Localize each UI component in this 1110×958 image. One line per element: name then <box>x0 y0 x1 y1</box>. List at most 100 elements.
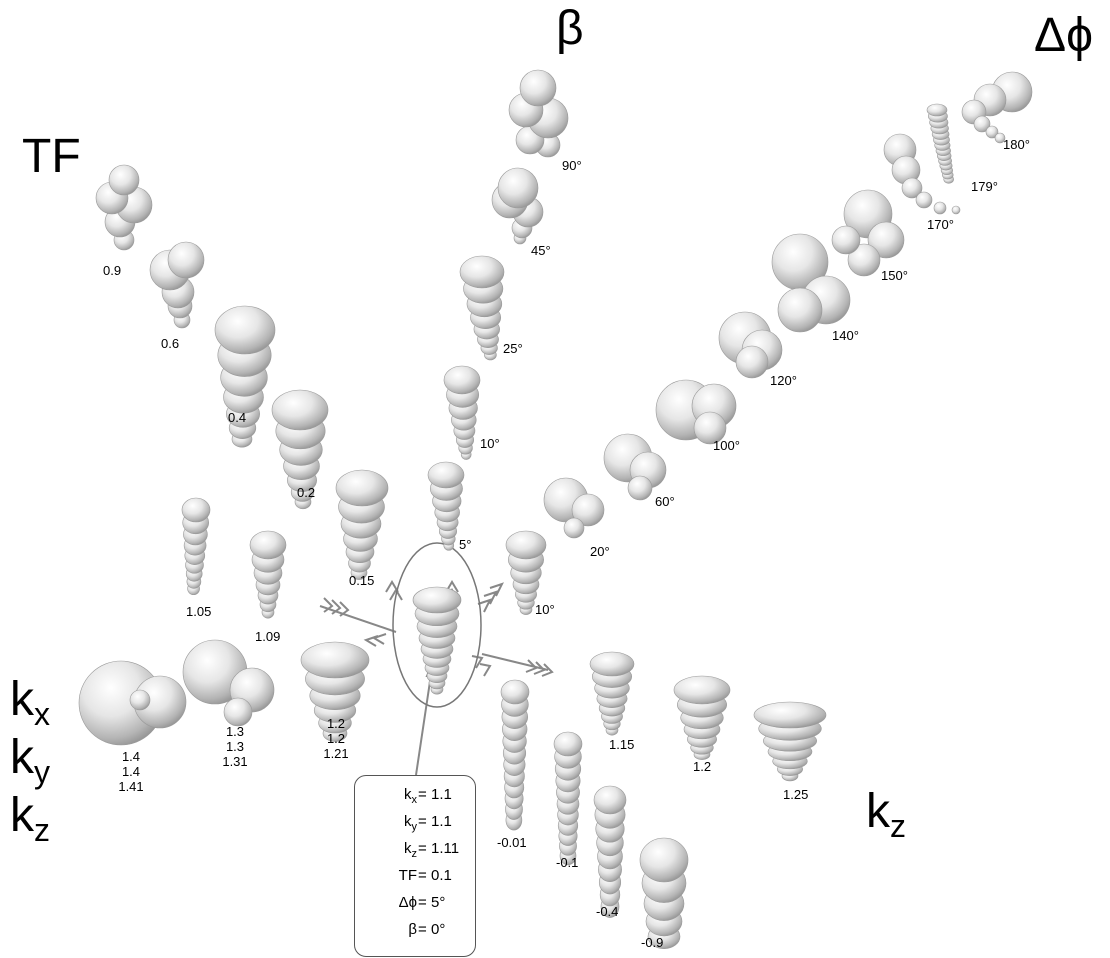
tf-label: 0.15 <box>349 574 374 588</box>
shell-chamber <box>168 242 204 278</box>
chevron-tf <box>386 582 402 600</box>
tf-axis-label: TF <box>22 133 81 181</box>
reference-parameters-box: kx=1.1ky=1.1kz=1.11TF=0.1Δϕ=5°β=0° <box>354 775 476 957</box>
parameter-value: 0° <box>431 921 445 939</box>
parameter-value: 1.1 <box>431 786 452 804</box>
shell-dphi-180 <box>962 72 1032 143</box>
delta-phi-label: 170° <box>927 218 954 232</box>
shell-kxyz-1.3 <box>183 640 274 726</box>
parameter-key-subscript: x <box>412 794 418 806</box>
kz-axis-subscript: z <box>890 808 906 844</box>
shell-chamber <box>498 168 538 208</box>
shell-tf-0.15 <box>336 470 388 580</box>
delta-phi-label: 120° <box>770 374 797 388</box>
shell-chamber <box>413 587 461 613</box>
kxyz-values-group: 1.3 1.3 1.31 <box>205 724 265 769</box>
kz-positive-label: 1.25 <box>783 788 808 802</box>
kx-value: 1.3 <box>205 724 265 739</box>
beta-label: 10° <box>480 437 500 451</box>
shell-chamber <box>224 698 252 726</box>
kx-value: 1.4 <box>101 749 161 764</box>
shell-chamber <box>927 104 947 116</box>
shell-chamber <box>109 165 139 195</box>
kz-negative-label: -0.01 <box>497 836 527 850</box>
kxyz-values-group: 1.2 1.2 1.21 <box>306 716 366 761</box>
shell-chamber <box>628 476 652 500</box>
beta-label: 90° <box>562 159 582 173</box>
shell-chamber <box>130 690 150 710</box>
parameter-key-subscript: y <box>412 821 418 833</box>
kz-negative-label: -0.9 <box>641 936 663 950</box>
shell-beta-45 <box>492 168 543 244</box>
shell-chamber <box>554 732 582 756</box>
shell-dphi-100 <box>656 380 736 444</box>
shell-chamber <box>832 226 860 254</box>
kz-left-axis-label: kz <box>10 792 50 854</box>
chevron-dphi <box>478 584 502 612</box>
kz-axis-label: kz <box>866 788 906 850</box>
shell-dphi-179 <box>927 104 954 183</box>
parameter-value: 0.1 <box>431 867 452 885</box>
parameter-key-subscript: z <box>412 848 418 860</box>
parameter-equals: = <box>418 840 427 858</box>
kx-axis-label: kx <box>10 676 50 738</box>
parameter-equals: = <box>418 813 427 831</box>
shell-chamber <box>594 786 626 814</box>
delta-phi-label: 60° <box>655 495 675 509</box>
beta-label: 45° <box>531 244 551 258</box>
beta-axis-label: β <box>556 5 584 53</box>
shell-kz-1.25 <box>754 702 826 781</box>
shell-chamber <box>564 518 584 538</box>
shell-chamber <box>778 288 822 332</box>
kz-negative-label: -0.4 <box>596 905 618 919</box>
chevron-kxyz <box>324 598 348 616</box>
shell-chamber <box>934 202 946 214</box>
shell-kz-1.2 <box>674 676 730 760</box>
shell-beta-25 <box>460 256 504 360</box>
shell-kz-neg-0.01 <box>501 680 529 830</box>
delta-phi-label: 179° <box>971 180 998 194</box>
shell-chamber <box>674 676 730 704</box>
chevron-left <box>366 634 386 646</box>
parameter-key: kz <box>404 840 417 863</box>
shell-chamber <box>215 306 275 354</box>
shell-chamber <box>590 652 634 676</box>
shell-beta-10 <box>444 366 480 460</box>
parameter-value: 1.1 <box>431 813 452 831</box>
shell-kxyz-1.4 <box>79 661 186 745</box>
kxyz-values-group: 1.4 1.4 1.41 <box>101 749 161 794</box>
shell-tf-0.6 <box>150 242 204 328</box>
shell-chamber <box>506 531 546 559</box>
shell-chamber <box>182 498 210 522</box>
shell-kz-1.15 <box>590 652 634 735</box>
parameter-equals: = <box>418 867 427 885</box>
shell-kz-1.09 <box>250 531 286 618</box>
parameter-key: kx <box>404 786 417 809</box>
shell-chamber <box>444 366 480 394</box>
tf-label: 0.2 <box>297 486 315 500</box>
kz-negative-label: -0.1 <box>556 856 578 870</box>
shell-kz-neg-0.4 <box>594 786 626 918</box>
delta-phi-label: 100° <box>713 439 740 453</box>
shell-kz-neg-0.1 <box>554 732 582 865</box>
kz-left-label: 1.05 <box>186 605 211 619</box>
shell-dphi-20 <box>544 478 604 538</box>
shell-chamber <box>301 642 369 678</box>
arrow-to-kz <box>482 654 548 670</box>
delta-phi-label: 20° <box>590 545 610 559</box>
arrow-to-kxyz <box>320 606 396 632</box>
kx-value: 1.2 <box>306 716 366 731</box>
shell-kz-1.05 <box>182 498 210 595</box>
delta-phi-label: 10° <box>535 603 555 617</box>
delta-phi-axis-label: Δϕ <box>1034 12 1093 60</box>
ky-value: 1.4 <box>101 764 161 779</box>
ky-value: 1.2 <box>306 731 366 746</box>
tf-label: 0.9 <box>103 264 121 278</box>
shell-chamber <box>336 470 388 506</box>
parameter-key: Δϕ <box>399 894 417 912</box>
tf-label: 0.6 <box>161 337 179 351</box>
beta-label: 5° <box>459 538 471 552</box>
kz-positive-label: 1.15 <box>609 738 634 752</box>
parameter-key: TF <box>399 867 417 885</box>
shell-chamber <box>640 838 688 882</box>
